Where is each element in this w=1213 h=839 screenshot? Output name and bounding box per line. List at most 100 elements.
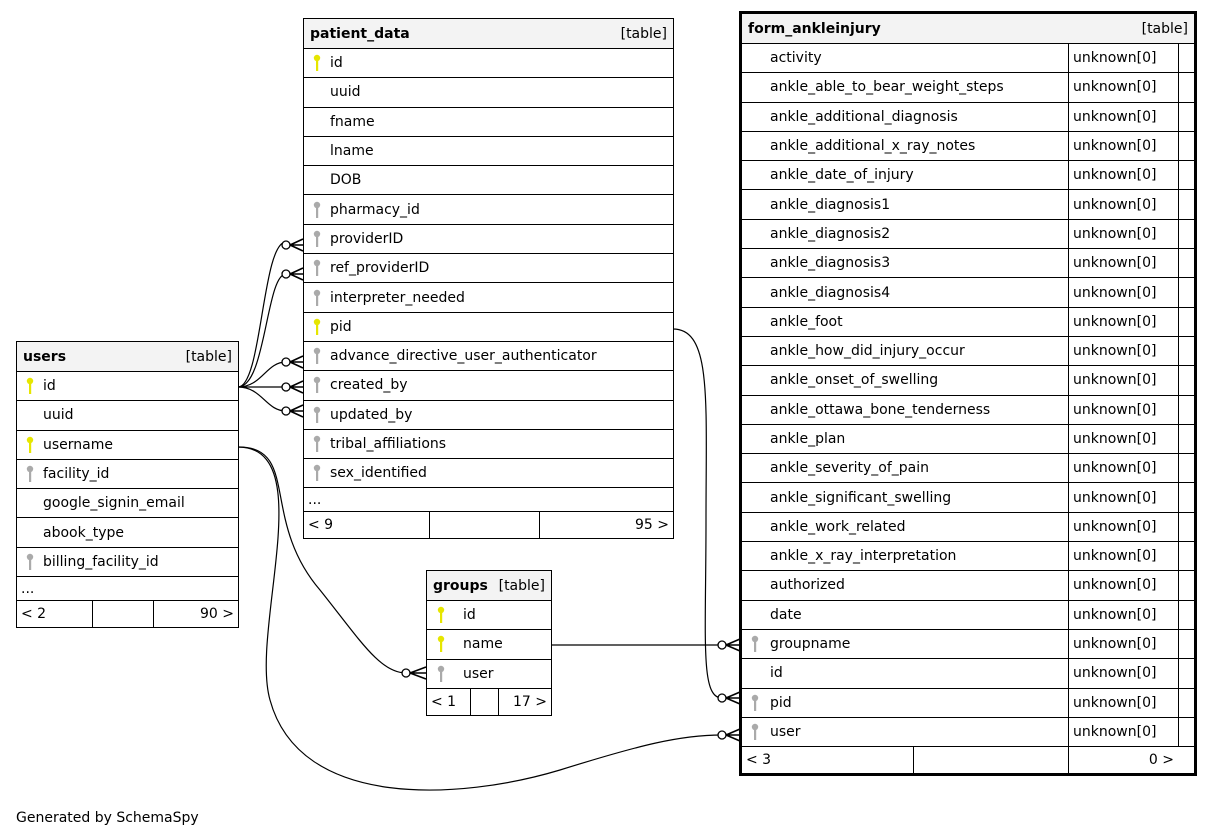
column-extra <box>1178 454 1194 483</box>
column-row[interactable]: google_signin_email <box>17 489 238 519</box>
column-extra <box>1178 336 1194 366</box>
column-name: user <box>463 665 494 682</box>
column-type: unknown[0] <box>1068 219 1178 249</box>
column-row[interactable]: uuid <box>304 78 673 108</box>
column-row[interactable]: sex_identified <box>304 459 673 489</box>
column-name: created_by <box>330 377 408 394</box>
column-name: ankle_x_ray_interpretation <box>770 548 957 565</box>
edge-users-username-form-user <box>237 446 723 791</box>
column-row[interactable]: ref_providerID <box>304 254 673 284</box>
key-icon-slot <box>304 406 330 424</box>
column-row[interactable]: name <box>427 630 551 660</box>
column-row[interactable]: abook_type <box>17 518 238 548</box>
column-type: unknown[0] <box>1068 717 1178 747</box>
column-row[interactable]: user <box>427 660 551 689</box>
column-name: abook_type <box>43 524 124 541</box>
column-type: unknown[0] <box>1068 249 1178 278</box>
column-row[interactable]: ankle_diagnosis3 unknown[0] <box>742 249 1194 279</box>
table-name: patient_data <box>310 25 410 42</box>
column-row[interactable]: id <box>17 372 238 402</box>
column-name: ankle_work_related <box>770 518 906 535</box>
column-name: ankle_diagnosis3 <box>770 255 891 272</box>
column-row[interactable]: tribal_affiliations <box>304 430 673 460</box>
foreign-key-icon <box>751 723 759 740</box>
column-row[interactable]: advance_directive_user_authenticator <box>304 342 673 372</box>
column-row[interactable]: uuid <box>17 401 238 431</box>
edge-patient-pid-form-pid <box>672 328 723 699</box>
column-row[interactable]: providerID <box>304 225 673 255</box>
column-row[interactable]: username <box>17 431 238 460</box>
column-extra <box>1178 190 1194 219</box>
foreign-key-icon <box>751 635 759 653</box>
column-extra <box>1178 278 1194 307</box>
crowfoot <box>289 380 304 394</box>
key-icon-slot <box>304 376 330 394</box>
column-row[interactable]: pid <box>304 313 673 342</box>
column-name: id <box>43 378 56 395</box>
column-row[interactable]: created_by <box>304 371 673 401</box>
table-kind: [table] <box>1141 20 1188 37</box>
column-row[interactable]: billing_facility_id <box>17 548 238 578</box>
column-name: id <box>463 607 476 624</box>
column-row[interactable]: ankle_significant_swelling unknown[0] <box>742 483 1194 513</box>
foreign-key-icon <box>313 260 321 277</box>
crowfoot <box>409 666 427 680</box>
column-row[interactable]: DOB <box>304 166 673 196</box>
column-name: activity <box>770 50 822 67</box>
column-extra <box>1178 366 1194 395</box>
column-row[interactable]: id <box>304 49 673 79</box>
column-row[interactable]: facility_id <box>17 460 238 490</box>
crowfoot <box>725 728 741 742</box>
crowfoot-circle <box>281 240 291 250</box>
key-icon-slot <box>17 553 43 571</box>
column-type: unknown[0] <box>1068 73 1178 102</box>
column-extra <box>1178 717 1194 747</box>
foreign-key-icon <box>313 289 321 306</box>
column-extra <box>1178 483 1194 512</box>
column-name: id <box>330 55 343 72</box>
column-row[interactable]: updated_by <box>304 401 673 430</box>
table-footer: < 1 17 > <box>427 688 551 715</box>
foreign-key-icon <box>751 694 759 711</box>
column-row[interactable]: interpreter_needed <box>304 283 673 313</box>
column-row[interactable]: id <box>427 601 551 631</box>
column-name: ankle_significant_swelling <box>770 489 952 506</box>
column-name: facility_id <box>43 466 110 483</box>
column-type: unknown[0] <box>1068 483 1178 512</box>
column-row[interactable]: lname <box>304 137 673 167</box>
column-row[interactable]: pharmacy_id <box>304 195 673 225</box>
generated-by-label: Generated by SchemaSpy <box>16 810 199 826</box>
column-extra <box>1178 542 1194 571</box>
key-icon-slot <box>304 435 330 453</box>
foreign-key-icon <box>313 377 321 394</box>
column-row[interactable]: fname <box>304 108 673 137</box>
column-extra <box>1178 659 1194 688</box>
